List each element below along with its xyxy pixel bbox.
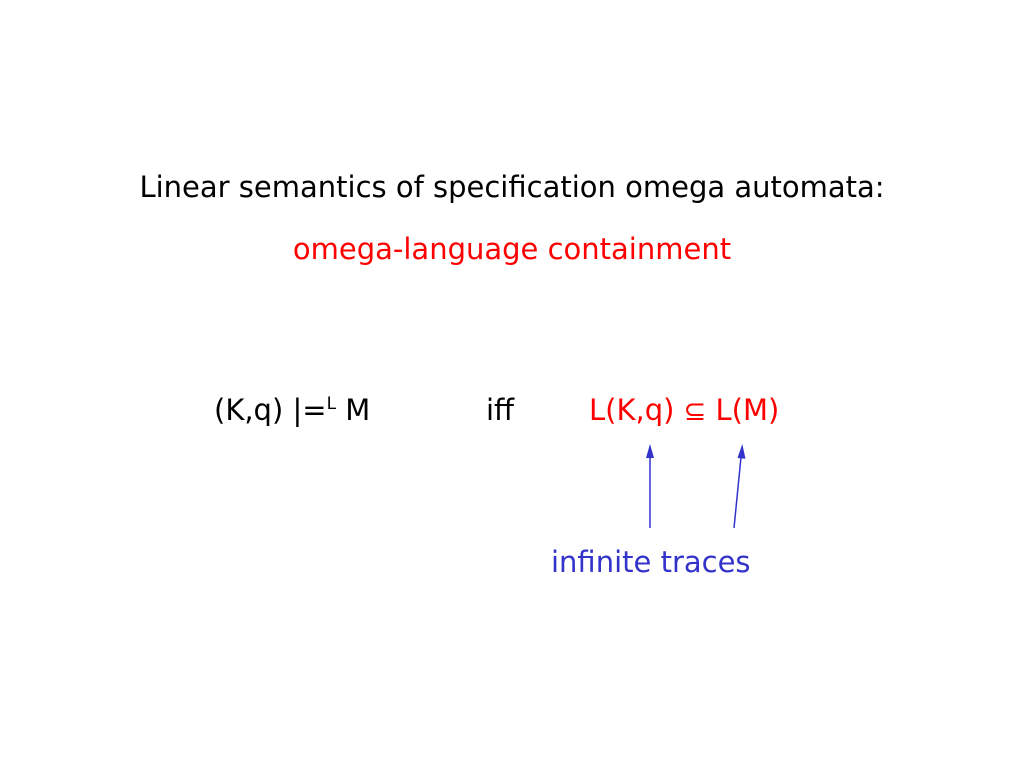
formula-lhs-prefix: (K,q) |= <box>214 393 327 427</box>
formula-iff: iff <box>486 393 515 427</box>
annotation-label: infinite traces <box>551 545 751 579</box>
arrow-to-lm <box>733 446 743 529</box>
formula-lhs-suffix: M <box>336 393 371 427</box>
formula-lhs: (K,q) |=L M <box>214 393 370 427</box>
arrow-to-lm-head <box>737 444 746 459</box>
heading-line-1: Linear semantics of specification omega … <box>139 170 885 204</box>
formula-superscript: L <box>326 394 337 414</box>
subset-symbol: ⊆ <box>683 396 707 427</box>
formula-rhs-left: L(K,q) <box>589 393 684 427</box>
formula-rhs-right: L(M) <box>706 393 780 427</box>
arrow-to-lkq-head <box>646 444 654 458</box>
heading-line-2: omega-language containment <box>292 232 732 266</box>
formula-rhs: L(K,q) ⊆ L(M) <box>589 393 779 427</box>
